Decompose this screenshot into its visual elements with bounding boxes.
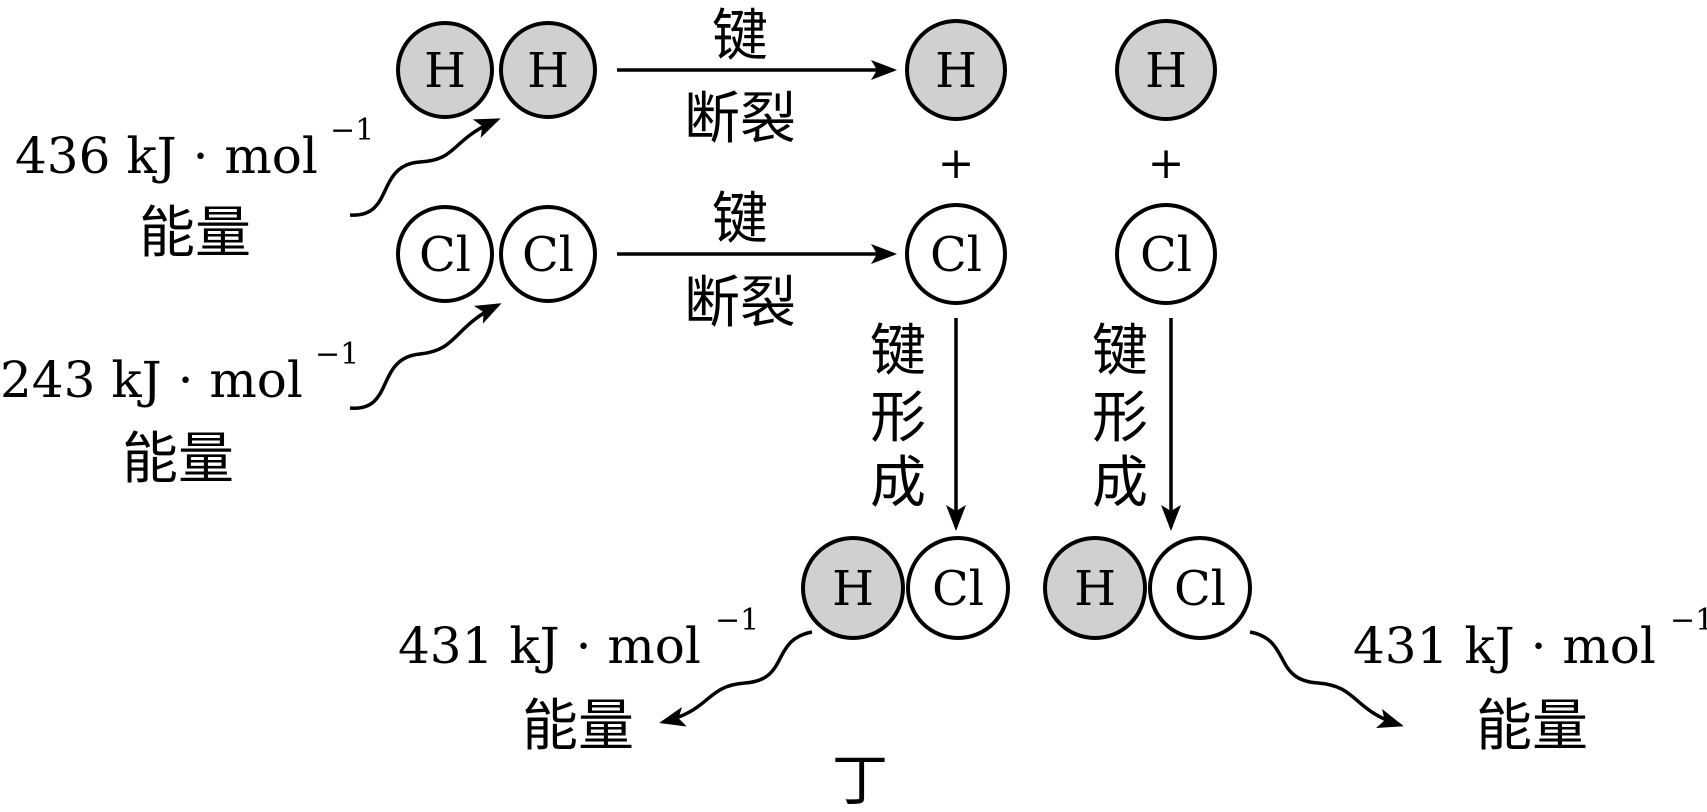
h2-molecule: H H [396,21,597,119]
h-h-energy-label: 436 kJ · mol −1 能量 [15,113,374,266]
cl-atom-separated-2 [1115,203,1217,305]
hcl-energy-left-word: 能量 [522,694,634,759]
hcl-molecule-2: H Cl [1043,536,1252,640]
hcl-form-label-2: 键 形 成 [1092,319,1148,516]
hcl-molecule-1: H Cl [801,536,1010,640]
hcl-energy-label-right: 431 kJ · mol −1 能量 [1353,603,1707,759]
cl-atom-left [396,205,494,303]
cl-cl-energy-wave-arrow [349,303,502,410]
cl-atom-right [499,205,597,303]
hcl-form-label-1: 键 形 成 [870,319,926,516]
hcl-form-label-2-complete: 成 [1092,451,1148,516]
h-h-energy-value: 436 kJ · mol [15,127,318,185]
hcl-energy-right-word: 能量 [1476,694,1588,759]
h-h-energy-exponent: −1 [330,113,374,148]
h2-break-label-bond: 键 [712,4,768,69]
cl2-molecule: Cl Cl [396,205,597,303]
hcl-2-cl-atom [1148,536,1252,640]
h-atom-left [396,21,494,119]
h-h-energy-word: 能量 [139,201,251,266]
hcl-form-label-1-bond: 键 [870,319,926,384]
hcl-energy-right-exponent: −1 [1670,603,1707,638]
h-atom-separated-2-label: H [1145,43,1187,99]
cl-cl-energy-label: 243 kJ · mol −1 能量 [0,337,359,492]
cl-atom-separated-1 [905,203,1007,305]
cl-atom-separated-1-label: Cl [930,227,982,283]
cl-cl-energy-exponent: −1 [315,337,359,372]
h-atom-right [499,21,597,119]
plus-sign-1: + [938,138,975,189]
cl2-break-label-break: 断裂 [684,271,796,336]
cl-atom-right-label: Cl [522,227,574,283]
hcl-form-label-2-form: 形 [1092,386,1148,451]
hcl-energy-right-wave-arrow [1249,630,1404,728]
cl-cl-energy-value: 243 kJ · mol [0,351,303,409]
hcl-form-label-1-form: 形 [870,386,926,451]
hcl-form-label-2-bond: 键 [1092,319,1148,384]
h-atom-separated-2 [1115,19,1217,121]
h2-break-label-break: 断裂 [684,87,796,152]
hcl-energy-right-value: 431 kJ · mol [1353,617,1656,675]
figure-label: 丁 [832,749,888,812]
plus-sign-2: + [1148,138,1185,189]
hcl-form-label-1-complete: 成 [870,451,926,516]
hcl-energy-label-left: 431 kJ · mol −1 能量 [398,603,759,759]
hcl-1-cl-label: Cl [932,561,984,617]
hcl-1-h-atom [801,536,905,640]
cl2-break-label-bond: 键 [712,187,768,252]
cl-cl-energy-word: 能量 [122,427,234,492]
hcl-1-h-label: H [832,561,874,617]
h-h-energy-wave-arrow [349,118,501,217]
hcl-energy-left-exponent: −1 [715,603,759,638]
hcl-2-h-label: H [1074,561,1116,617]
hcl-energy-left-wave-arrow [659,630,813,727]
h-atom-separated-1-label: H [935,43,977,99]
cl-atom-left-label: Cl [419,227,471,283]
hcl-2-cl-label: Cl [1174,561,1226,617]
h-atom-separated-1 [905,19,1007,121]
h-atom-left-label: H [424,43,466,99]
hcl-2-h-atom [1043,536,1147,640]
h-atom-right-label: H [527,43,569,99]
hcl-1-cl-atom [906,536,1010,640]
hcl-energy-left-value: 431 kJ · mol [398,617,701,675]
cl-atom-separated-2-label: Cl [1140,227,1192,283]
